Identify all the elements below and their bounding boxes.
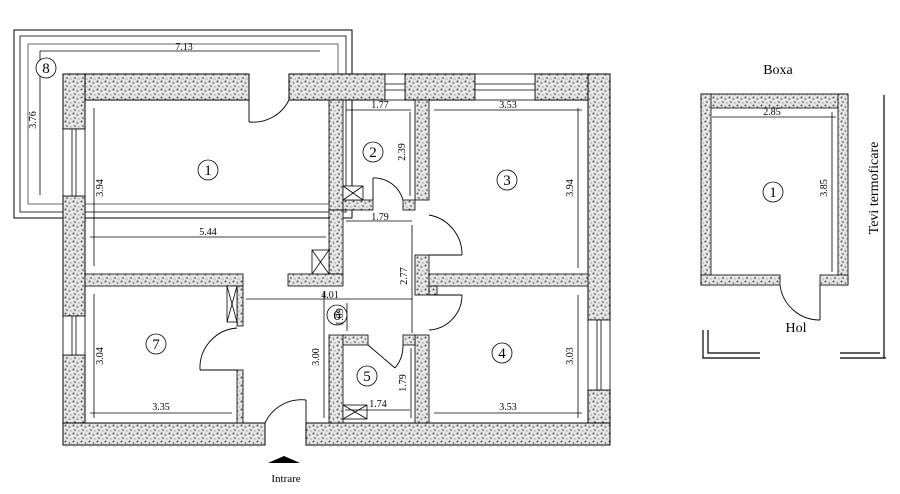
dim-hall-width-upper: 1.79: [371, 212, 389, 223]
dim-room2-width: 1.77: [371, 100, 389, 111]
dim-room2-height: 2.39: [397, 143, 408, 161]
dim-hall-width: 4.01: [321, 290, 339, 301]
doors: [199, 99, 463, 424]
boxa-title: Boxa: [763, 63, 793, 78]
boxa-walls: [700, 93, 849, 286]
boxa-height: 3.85: [819, 179, 830, 197]
dim-room5-width: 1.74: [369, 399, 387, 410]
entrance-arrow-icon: [268, 456, 300, 463]
boxa-room-number: 1: [769, 185, 777, 201]
room-3-number: 3: [503, 173, 511, 189]
room-2-number: 2: [369, 145, 377, 161]
room-1-number: 1: [204, 163, 212, 179]
boxa-dimension-lines: [712, 112, 836, 272]
room-6-number: 6: [333, 308, 341, 324]
dim-room4-height: 3.03: [565, 347, 576, 365]
ventilation-ducts: [226, 185, 368, 420]
room-number-circles: [35, 57, 518, 387]
boxa-door: [779, 284, 821, 321]
dim-room3-width: 3.53: [499, 100, 517, 111]
dim-room7-width: 3.35: [152, 402, 170, 413]
room-4-number: 4: [498, 346, 506, 362]
windows: [62, 73, 611, 391]
dim-room1-height: 3.94: [95, 179, 106, 197]
dim-room4-width: 3.53: [499, 402, 517, 413]
dim-room8-height: 3.76: [28, 111, 39, 129]
hall-label: Hol: [786, 321, 807, 336]
hall-walls: [702, 330, 886, 359]
dim-hall-height: 3.00: [311, 348, 322, 366]
room-8-number: 8: [42, 61, 50, 77]
dimension-lines: [39, 50, 582, 418]
entrance-label: Intrare: [271, 473, 300, 485]
outer-walls: [62, 73, 611, 446]
dim-room1-width: 5.44: [199, 227, 217, 238]
dim-room7-height: 3.04: [95, 347, 106, 365]
interior-walls: [84, 99, 589, 424]
room-7-number: 7: [152, 337, 160, 353]
dim-hall-offset: 1.09: [335, 308, 346, 326]
dim-room8-width: 7.13: [175, 42, 193, 53]
dim-room3-height: 3.94: [565, 179, 576, 197]
dim-room5-height: 1.79: [398, 374, 409, 392]
boxa-width: 2.85: [763, 107, 781, 118]
pipes-label: Tevi termoficare: [867, 142, 882, 235]
dim-hall-height-upper: 2.77: [399, 267, 410, 285]
room-5-number: 5: [363, 369, 371, 385]
boxa-room-circle: [762, 181, 784, 203]
